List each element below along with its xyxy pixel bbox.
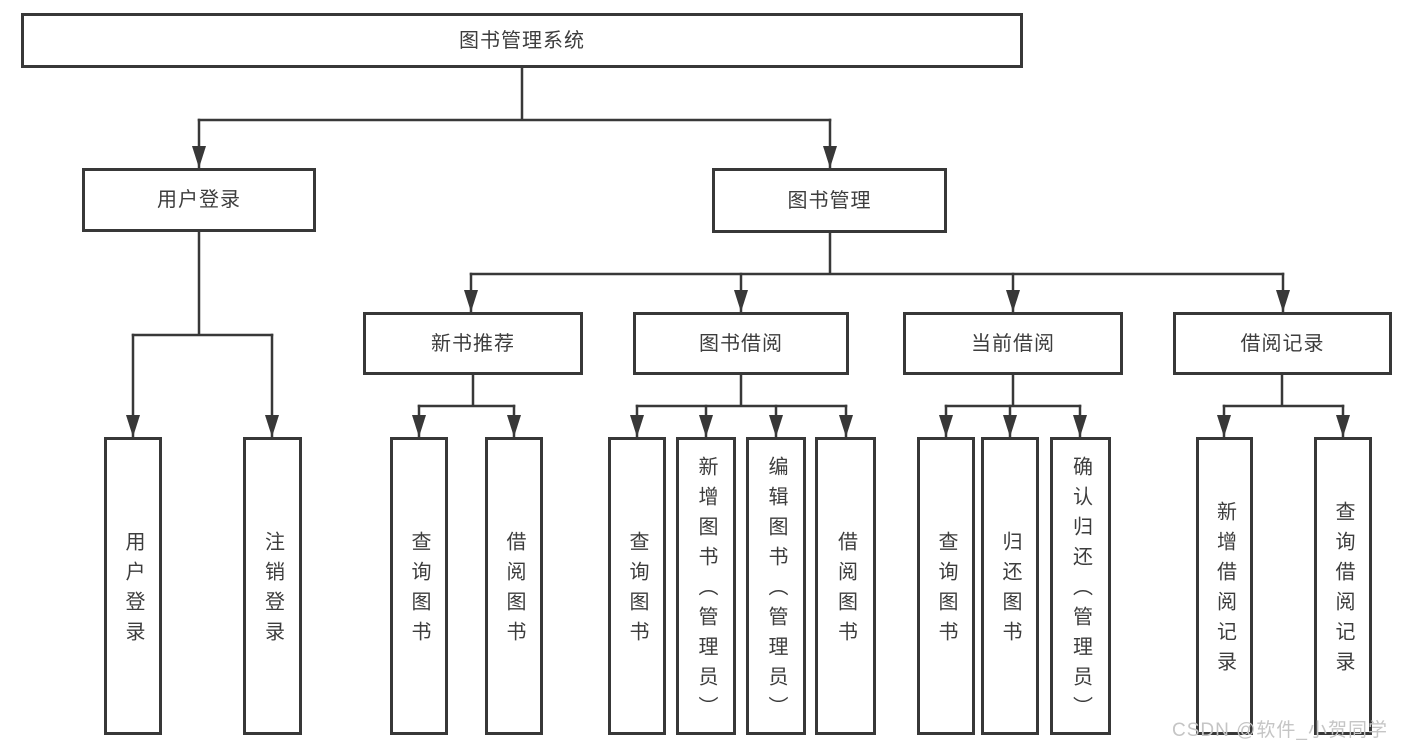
leaf-confirm-return-admin: 确认归还（管理员） [1050, 437, 1111, 735]
node-book-borrowing: 图书借阅 [633, 312, 849, 375]
node-borrowing-records: 借阅记录 [1173, 312, 1392, 375]
leaf-borrow-books-recommend: 借阅图书 [485, 437, 543, 735]
node-new-book-recommend: 新书推荐 [363, 312, 583, 375]
leaf-return-books: 归还图书 [981, 437, 1039, 735]
leaf-user-login: 用户登录 [104, 437, 162, 735]
node-book-management: 图书管理 [712, 168, 947, 233]
leaf-add-borrow-record: 新增借阅记录 [1196, 437, 1253, 735]
csdn-watermark: CSDN @软件_小贺同学 [1172, 720, 1388, 741]
leaf-query-books-borrowing: 查询图书 [608, 437, 666, 735]
leaf-edit-book-admin: 编辑图书（管理员） [746, 437, 806, 735]
node-current-borrowing: 当前借阅 [903, 312, 1123, 375]
leaf-logout: 注销登录 [243, 437, 302, 735]
leaf-query-books-current: 查询图书 [917, 437, 975, 735]
leaf-query-borrow-record: 查询借阅记录 [1314, 437, 1372, 735]
leaf-borrow-books: 借阅图书 [815, 437, 876, 735]
node-user-login: 用户登录 [82, 168, 316, 232]
leaf-query-books-recommend: 查询图书 [390, 437, 448, 735]
node-root-system: 图书管理系统 [21, 13, 1023, 68]
leaf-add-book-admin: 新增图书（管理员） [676, 437, 736, 735]
